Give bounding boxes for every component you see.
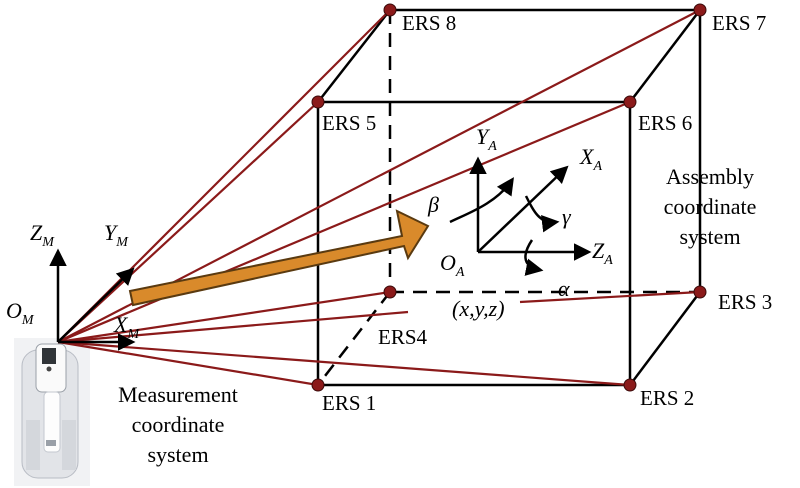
ers3-label: ERS 3 [718,290,772,314]
ers2-label: ERS 2 [640,386,694,410]
assembly-axes [449,156,592,276]
assembly-caption-line3: system [679,224,740,249]
ers1-label: ERS 1 [322,391,376,415]
measurement-z-label: ZM [30,220,55,250]
measurement-origin-label: OM [6,298,35,328]
ers7-label: ERS 7 [712,11,766,35]
assembly-y-label: YA [476,124,497,154]
pose-position-label: (x,y,z) [452,296,505,321]
assembly-origin-label: OA [440,250,465,280]
ers5-marker [311,95,325,109]
alpha-rotation-label: α [558,276,570,301]
ers3-marker [693,285,707,299]
assembly-caption-line2: coordinate [664,194,757,219]
ers6-label: ERS 6 [638,111,692,135]
gamma-rotation-label: γ [562,204,572,229]
ers6-marker [623,95,637,109]
assembly-box-visible-edges [316,8,702,387]
measurement-axes [49,248,136,351]
measurement-caption-line3: system [147,442,208,467]
ers8-marker [383,3,397,17]
ers4-marker [383,285,397,299]
ers1-marker [311,378,325,392]
ers-markers [311,3,707,392]
assembly-box-hidden-edges [317,10,700,386]
ers5-label: ERS 5 [322,111,376,135]
beta-rotation-label: β [427,192,439,217]
assembly-caption-line1: Assembly [666,164,754,189]
laser-tracker-icon [14,338,90,486]
pose-transfer-arrow [128,209,430,307]
measurement-x-label: XM [113,312,140,342]
ers8-label: ERS 8 [402,11,456,35]
ers2-marker [623,378,637,392]
measurement-caption-line2: coordinate [132,412,225,437]
assembly-x-label: XA [579,144,602,174]
measurement-caption-line1: Measurement [118,382,238,407]
assembly-z-label: ZA [592,238,613,268]
ers7-marker [693,3,707,17]
measurement-y-label: YM [104,220,129,250]
ers4-label: ERS4 [378,325,428,349]
